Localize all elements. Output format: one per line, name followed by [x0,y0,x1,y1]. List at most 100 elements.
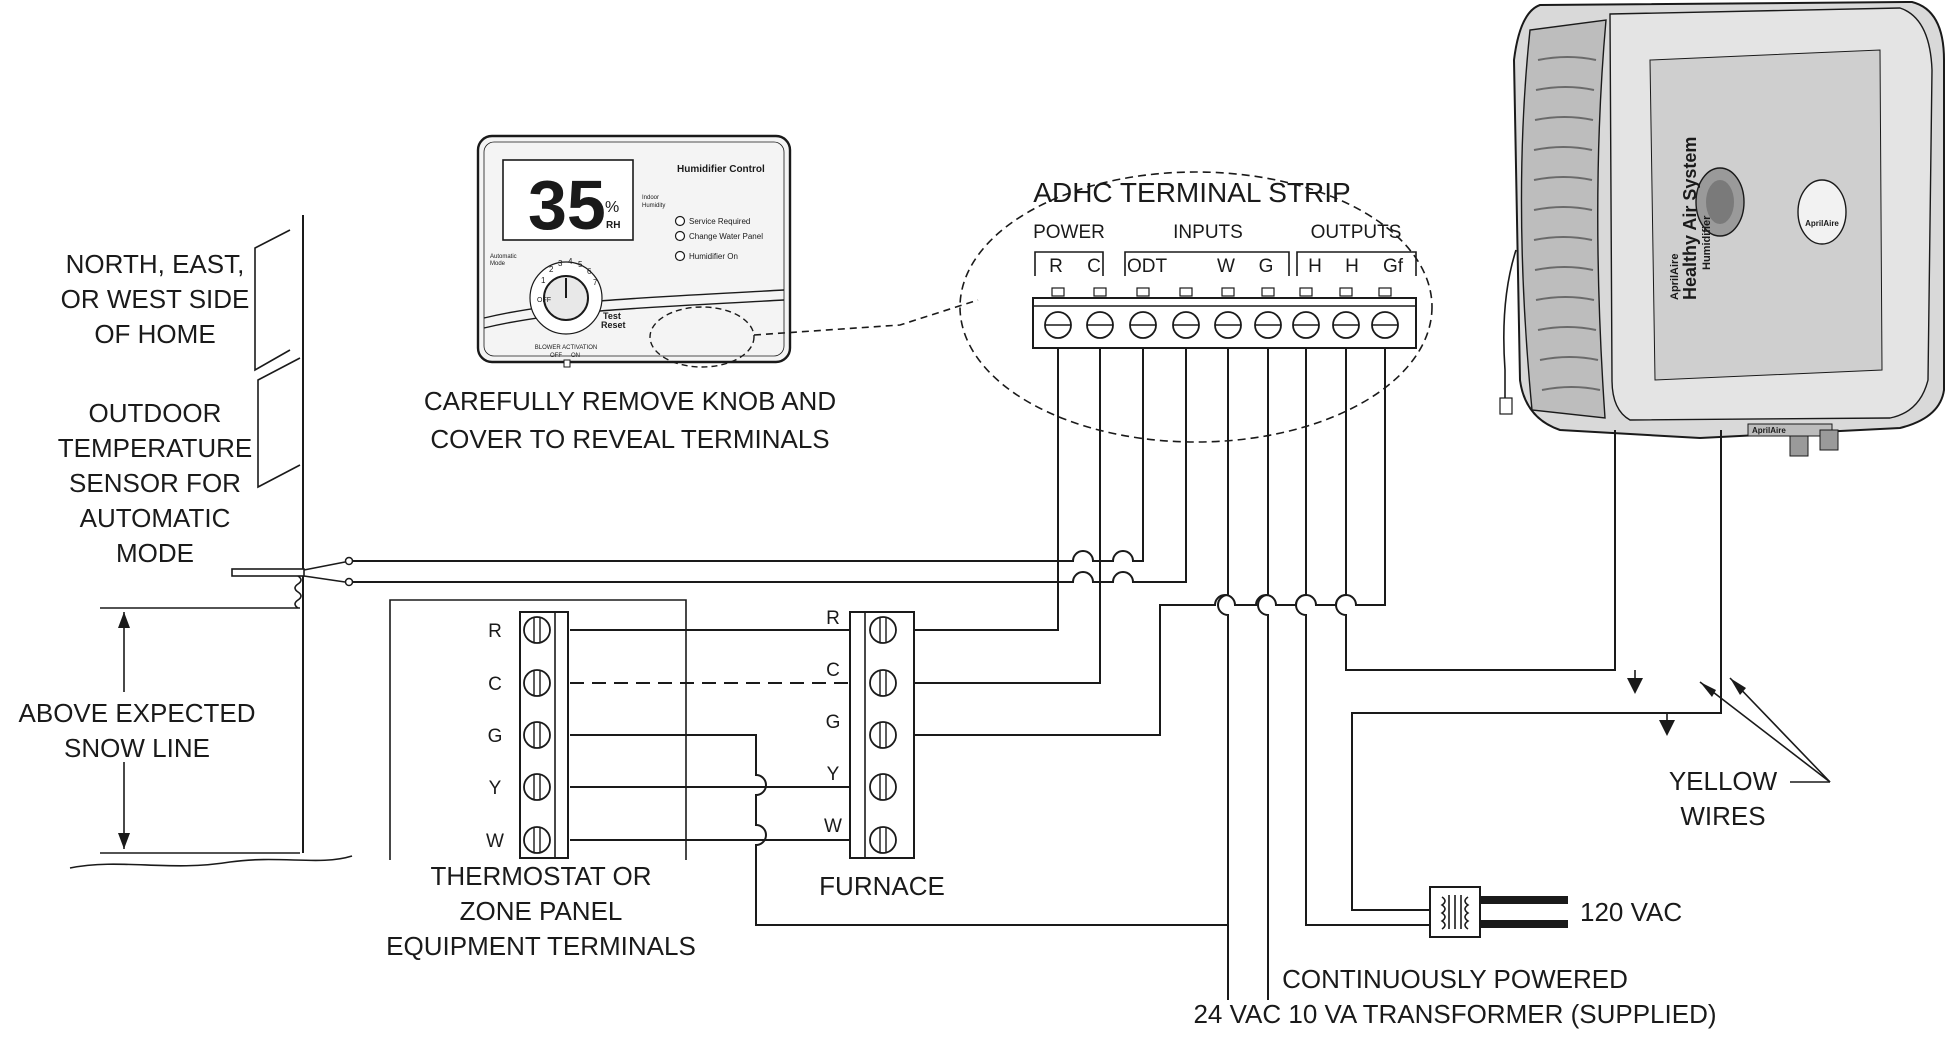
sensor-description-label: OUTDOOR TEMPERATURE SENSOR FOR AUTOMATIC… [58,398,253,568]
svg-text:6: 6 [587,267,592,276]
svg-text:BLOWER ACTIVATION: BLOWER ACTIVATION [535,345,597,351]
strip-screw-terminal [1292,287,1320,339]
svg-text:R: R [1049,256,1063,277]
svg-text:3: 3 [558,259,563,268]
group-power-label: POWER [1033,222,1105,243]
svg-text:4: 4 [568,257,573,266]
svg-text:G: G [1259,256,1274,277]
svg-text:Humidifier On: Humidifier On [689,252,738,261]
svg-text:H: H [1308,256,1322,277]
vac-120-label: 120 VAC [1580,897,1682,927]
svg-text:NORTH, EAST,: NORTH, EAST, [66,249,245,279]
svg-text:THERMOSTAT OR: THERMOSTAT OR [431,861,652,891]
snow-line-dimension: ABOVE EXPECTED SNOW LINE [2,607,300,854]
svg-text:W: W [486,831,504,852]
svg-text:H: H [1345,256,1359,277]
service-required-led [674,215,686,227]
svg-text:%: % [605,199,619,216]
svg-text:R: R [826,608,840,629]
svg-text:OR WEST SIDE: OR WEST SIDE [61,284,250,314]
thermostat-terminal-block: R C G Y W [486,611,569,859]
svg-text:W: W [824,816,842,837]
terminal-strip-title: ADHC TERMINAL STRIP [1033,177,1350,208]
svg-text:G: G [488,726,503,747]
group-outputs-label: OUTPUTS [1311,222,1402,243]
furnace-terminal-block: R C G Y W [824,608,915,859]
strip-screw-terminal [1332,287,1360,339]
humidifier-on-led [674,250,686,262]
svg-text:OF HOME: OF HOME [94,319,215,349]
terminal-screw [523,616,551,644]
humidifier-control-panel: 35 % RH Indoor Humidity Humidifier Contr… [476,134,792,368]
svg-text:AUTOMATIC: AUTOMATIC [80,503,231,533]
adhc-terminal-strip: ADHC TERMINAL STRIP POWER INPUTS OUTPUTS… [959,171,1433,443]
strip-screw-terminal [1172,287,1200,339]
strip-screw-terminal [1254,287,1282,339]
terminal-screw [523,826,551,854]
strip-screw-terminal [1129,287,1157,339]
svg-text:ZONE PANEL: ZONE PANEL [460,896,623,926]
transformer [1429,886,1568,938]
strip-screw-terminal [1044,287,1072,339]
terminal-screw [523,721,551,749]
thermostat-caption: THERMOSTAT OR ZONE PANEL EQUIPMENT TERMI… [386,861,696,961]
test-button[interactable]: Test [603,311,621,321]
svg-text:Gf: Gf [1383,256,1404,277]
svg-text:YELLOW: YELLOW [1669,766,1778,796]
transformer-caption: CONTINUOUSLY POWERED 24 VAC 10 VA TRANSF… [1193,964,1716,1029]
humidity-display [502,159,634,241]
svg-text:Healthy Air System: Healthy Air System [1680,137,1700,300]
strip-screw-terminal [1086,287,1114,339]
svg-text:C: C [826,660,840,681]
svg-text:TEMPERATURE: TEMPERATURE [58,433,253,463]
brand-logo-badge [1797,179,1847,245]
terminal-screw [869,721,897,749]
svg-text:SNOW LINE: SNOW LINE [64,733,210,763]
svg-text:2: 2 [549,265,554,274]
change-water-panel-led [674,230,686,242]
terminal-screw [869,826,897,854]
house-wall [69,215,353,869]
svg-text:G: G [826,712,841,733]
svg-text:OFF: OFF [537,297,551,304]
svg-text:1: 1 [541,276,546,285]
terminal-screw [869,616,897,644]
svg-text:Humidity: Humidity [642,203,665,209]
reset-button[interactable]: Reset [601,320,626,330]
svg-text:Automatic: Automatic [490,254,517,260]
sensor-location-label: NORTH, EAST, OR WEST SIDE OF HOME [61,249,250,349]
svg-text:Y: Y [827,764,840,785]
terminal-screw [523,773,551,801]
terminal-screw [523,669,551,697]
humidifier-unit: AprilAire AprilAire Healthy Air System H… [1499,0,1945,457]
svg-text:EQUIPMENT TERMINALS: EQUIPMENT TERMINALS [386,931,696,961]
svg-text:Humidifier: Humidifier [1701,215,1713,270]
strip-screw-terminal [1371,287,1399,339]
control-title: Humidifier Control [677,164,765,175]
group-inputs-label: INPUTS [1173,222,1243,243]
svg-text:MODE: MODE [116,538,194,568]
svg-text:Change Water Panel: Change Water Panel [689,232,763,241]
svg-text:AprilAire: AprilAire [1669,254,1681,300]
svg-text:OFF: OFF [550,353,562,359]
svg-text:OUTDOOR: OUTDOOR [89,398,222,428]
svg-text:R: R [488,621,502,642]
svg-text:ABOVE EXPECTED: ABOVE EXPECTED [19,698,256,728]
svg-text:COVER TO REVEAL TERMINALS: COVER TO REVEAL TERMINALS [430,424,829,454]
svg-text:C: C [1087,256,1101,277]
svg-text:AprilAire: AprilAire [1805,219,1839,228]
furnace-caption: FURNACE [819,871,945,901]
strip-screw-terminal [1214,287,1242,339]
svg-text:CONTINUOUSLY POWERED: CONTINUOUSLY POWERED [1282,964,1628,994]
svg-text:7: 7 [593,278,598,287]
svg-text:CAREFULLY REMOVE KNOB AND: CAREFULLY REMOVE KNOB AND [424,386,836,416]
svg-text:Service Required: Service Required [689,217,750,226]
svg-text:SENSOR FOR: SENSOR FOR [69,468,241,498]
wiring [352,348,1722,1000]
yellow-wires-callout: YELLOW WIRES [1627,670,1831,831]
terminal-screw [869,669,897,697]
terminal-screw [869,773,897,801]
svg-text:5: 5 [578,260,583,269]
svg-text:AprilAire: AprilAire [1752,426,1786,435]
